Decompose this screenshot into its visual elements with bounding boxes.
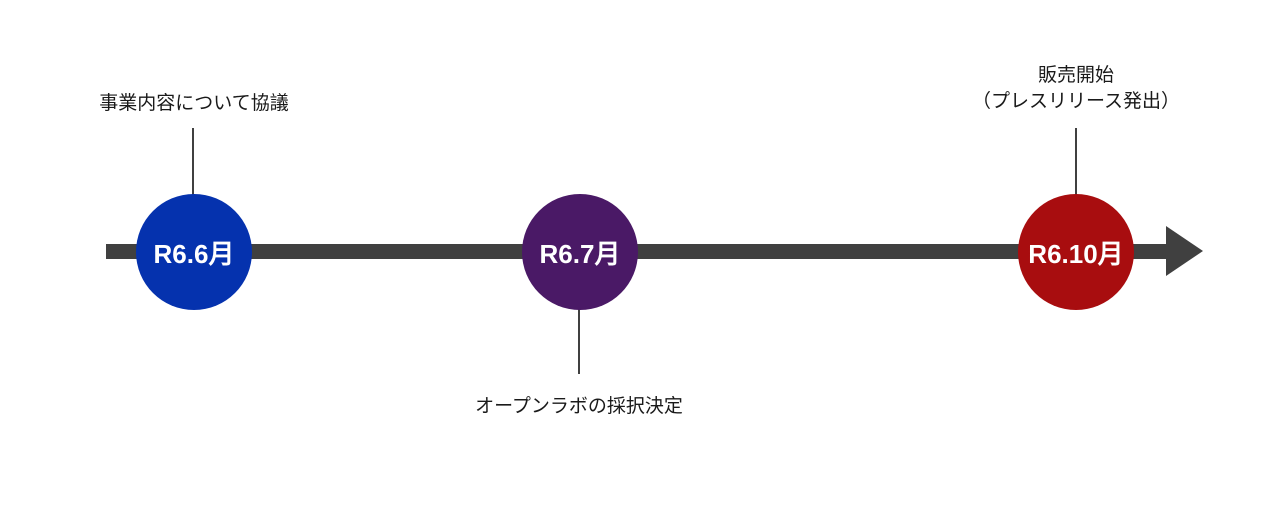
timeline-arrowhead-icon (1166, 226, 1203, 276)
milestone-3-event-label: 販売開始 （プレスリリース発出） (926, 62, 1226, 114)
milestone-3-circle: R6.10月 (1018, 194, 1134, 310)
milestone-1-circle: R6.6月 (136, 194, 252, 310)
milestone-3-date: R6.10月 (1028, 238, 1124, 269)
milestone-3-event-line-2: （プレスリリース発出） (971, 90, 1181, 112)
milestone-3-event-line-1: 販売開始 (1037, 64, 1114, 86)
milestone-1-event-line-1: 事業内容について協議 (99, 92, 289, 114)
milestone-3-connector (1075, 128, 1077, 198)
milestone-2-event-line-1: オープンラボの採択決定 (475, 395, 683, 417)
milestone-2-connector (578, 306, 580, 374)
milestone-2-date: R6.7月 (539, 238, 621, 269)
milestone-2-event-label: オープンラボの採択決定 (424, 393, 734, 419)
timeline-bar (106, 244, 1170, 259)
milestone-2-circle: R6.7月 (522, 194, 638, 310)
milestone-1-connector (192, 128, 194, 198)
milestone-1-date: R6.6月 (153, 238, 235, 269)
milestone-1-event-label: 事業内容について協議 (44, 90, 344, 116)
